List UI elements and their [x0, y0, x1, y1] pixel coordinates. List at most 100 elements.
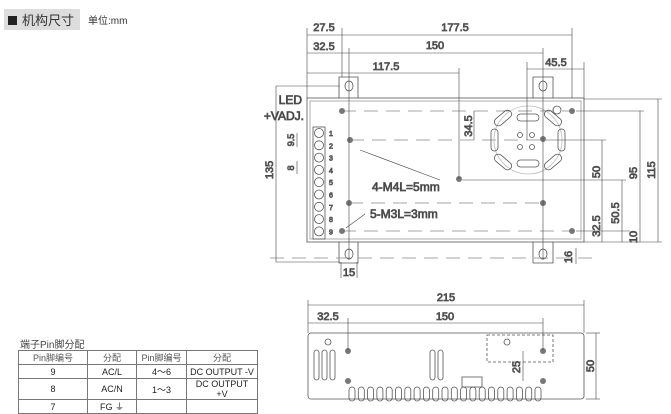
dim-115: 115: [646, 161, 658, 179]
dim-15: 15: [343, 267, 355, 279]
dim-9-5: 9.5: [286, 134, 296, 147]
cell: AC/N: [87, 378, 137, 400]
pin-table-caption: 端子Pin脚分配: [20, 340, 85, 351]
mounting-holes: [339, 108, 575, 234]
dim-177-5: 177.5: [441, 22, 469, 34]
terminal-screw-icon: [314, 226, 324, 237]
m3-screw-label: 5-M3L=3mm: [370, 207, 438, 221]
dim-10: 10: [628, 231, 640, 243]
terminal-screw-icon: [314, 201, 324, 212]
cell: 4～6: [136, 364, 187, 379]
side-dim-32-5: 32.5: [317, 311, 338, 323]
vent-fin: [441, 386, 449, 402]
vent-fin: [432, 386, 440, 402]
dimension-lines: [275, 28, 662, 278]
dim-95: 95: [628, 167, 640, 179]
dim-34-5: 34.5: [463, 115, 475, 136]
cell: 7: [18, 399, 88, 414]
square-bullet-icon: [8, 16, 17, 25]
cell: 9: [18, 364, 88, 379]
pin-label: 9: [329, 229, 333, 236]
side-dim-150: 150: [436, 311, 454, 323]
pin-label: 8: [329, 217, 333, 224]
top-view-body: [306, 97, 585, 243]
terminal-block: [312, 126, 326, 240]
top-view-inner: [309, 100, 582, 240]
cell: 1～3: [136, 378, 187, 400]
cell: DC OUTPUT +V: [186, 378, 258, 400]
cell: FG ⏚: [87, 399, 137, 414]
dim-32-5: 32.5: [313, 41, 334, 53]
vent-fin: [497, 386, 505, 402]
vent-fin: [525, 386, 533, 402]
vent-fin: [413, 386, 421, 402]
vent-fin: [506, 386, 514, 402]
vent-fin: [404, 386, 412, 402]
vent-fin: [488, 386, 495, 402]
vent-fin: [348, 386, 356, 402]
vent-fin: [450, 386, 458, 402]
dim-50: 50: [591, 166, 603, 178]
pin-label: 6: [329, 193, 333, 200]
dim-117-5: 117.5: [373, 61, 400, 73]
pin-label: 2: [329, 143, 333, 150]
vent-fin: [376, 386, 384, 402]
title-text: 机构尺寸: [22, 14, 75, 29]
dim-50-5: 50.5: [610, 202, 622, 223]
cell: DC OUTPUT -V: [186, 364, 258, 379]
vent-fin: [357, 386, 365, 402]
side-dim-50: 50: [585, 360, 597, 372]
vent-fin: [516, 386, 523, 402]
terminal-screw-icon: [314, 152, 324, 163]
dim-32-5-right: 32.5: [591, 215, 603, 236]
terminal-screw-icon: [314, 189, 324, 200]
vent-fin: [478, 386, 486, 402]
dim-45-5: 45.5: [545, 57, 566, 69]
cell: 8: [18, 378, 88, 400]
cell: [136, 399, 187, 414]
vent-fin: [367, 386, 375, 402]
section-title: 机构尺寸: [4, 9, 81, 30]
center-lines: [270, 110, 600, 259]
header-pin-no-2: Pin脚编号: [136, 350, 187, 365]
pin-label: 4: [329, 168, 333, 175]
mount-brackets: [338, 76, 554, 264]
terminal-screw-icon: [314, 128, 324, 138]
cell: AC/L: [87, 364, 137, 379]
vent-fin: [395, 386, 402, 402]
m4-screw-label: 4-M4L=5mm: [372, 180, 440, 194]
vent-fin: [422, 386, 430, 402]
dim-27-5: 27.5: [313, 22, 334, 34]
table-header-row: Pin脚编号 分配 Pin脚编号 分配: [18, 350, 258, 365]
pin-label: 7: [329, 205, 333, 212]
side-dim-25: 25: [511, 361, 523, 373]
side-dim-215: 215: [437, 292, 455, 304]
unit-label: 单位:mm: [88, 16, 128, 27]
dim-135: 135: [264, 161, 276, 179]
header-pin-no: Pin脚编号: [18, 350, 88, 365]
dim-150: 150: [426, 40, 444, 52]
side-dimension-lines: [307, 300, 600, 400]
pin-label: 3: [329, 156, 333, 163]
vent-fin: [385, 386, 393, 402]
terminal-screw-icon: [314, 177, 324, 188]
header-assignment-2: 分配: [186, 350, 258, 365]
side-view: [307, 332, 585, 402]
terminal-screw-icon: [314, 164, 324, 175]
cell: [186, 399, 258, 414]
section-header: 机构尺寸 单位:mm: [4, 9, 127, 30]
dim-16: 16: [563, 251, 575, 263]
vent-fin: [460, 386, 468, 402]
pin-label: 1: [329, 131, 333, 138]
pin-label: 5: [329, 180, 333, 187]
vent-fin: [469, 386, 477, 402]
vadj-label: +VADJ.: [264, 109, 304, 123]
header-assignment: 分配: [87, 350, 137, 365]
vent-fin: [534, 386, 542, 402]
terminal-screw-icon: [314, 140, 324, 151]
